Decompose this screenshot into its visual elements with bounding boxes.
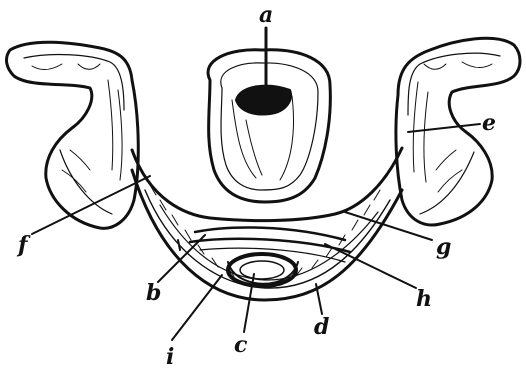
- leader-h: [325, 244, 416, 288]
- opening-a: [236, 86, 291, 115]
- sling-membrane: [132, 148, 402, 300]
- labels: a e f g h b i c d: [16, 2, 496, 370]
- upper-central-body: [208, 28, 330, 202]
- leader-lines: [32, 124, 480, 340]
- label-b: b: [146, 280, 161, 306]
- label-i: i: [166, 344, 174, 370]
- leader-e: [408, 124, 480, 132]
- left-lateral-plate: [7, 42, 139, 228]
- tick-mark: [178, 240, 180, 250]
- label-a: a: [259, 2, 273, 28]
- central-cavity: [228, 254, 298, 286]
- leader-i: [172, 275, 222, 340]
- label-e: e: [482, 110, 496, 136]
- label-g: g: [436, 234, 451, 260]
- label-d: d: [314, 314, 329, 340]
- label-c: c: [234, 332, 248, 358]
- label-h: h: [416, 286, 432, 312]
- label-f: f: [16, 232, 31, 258]
